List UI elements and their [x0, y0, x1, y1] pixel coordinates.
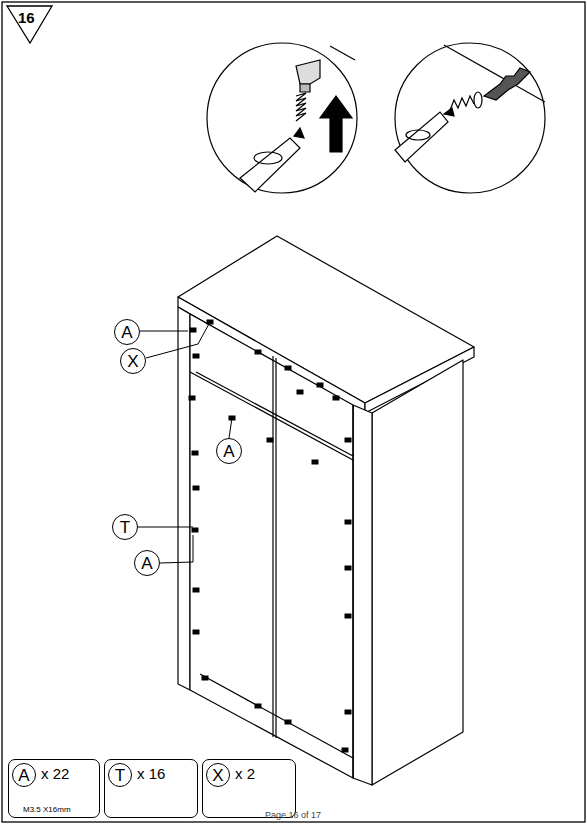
screw	[345, 438, 351, 442]
screw	[342, 748, 348, 752]
screw	[345, 710, 351, 714]
label-text: x 2	[235, 765, 255, 782]
screw	[192, 528, 198, 532]
page-number: Page 16 of 17	[265, 810, 321, 820]
screw	[345, 520, 351, 524]
label-text: T	[115, 767, 125, 784]
detail-bracket	[207, 43, 357, 193]
callout-letter: A	[12, 763, 36, 787]
screw	[193, 630, 199, 634]
screw	[285, 720, 291, 724]
label-text: x 16	[137, 765, 165, 782]
screw	[255, 704, 261, 708]
label-text: A	[121, 324, 132, 341]
screw	[193, 588, 199, 592]
label-text: A	[223, 443, 234, 460]
screw	[192, 451, 198, 455]
callout-letter: A	[134, 550, 160, 576]
screw	[193, 486, 199, 490]
screw	[267, 438, 273, 442]
callout-letter: X	[120, 348, 146, 374]
wardrobe	[178, 236, 474, 785]
screw	[312, 460, 318, 464]
screw	[255, 350, 261, 354]
label-text: X	[127, 353, 138, 370]
screw	[285, 366, 291, 370]
parts-box: x 2 X	[202, 759, 296, 818]
callout-letter: X	[206, 763, 230, 787]
label-text: T	[120, 519, 130, 536]
label-text: x 22	[41, 765, 69, 782]
parts-box: x 22 M3.5 X16mm A	[8, 759, 100, 818]
screw	[345, 566, 351, 570]
detail-strip	[395, 43, 545, 193]
screw	[190, 328, 196, 332]
screw-marks	[189, 320, 351, 752]
spec-text: M3.5 X16mm	[23, 805, 71, 814]
screw	[193, 354, 199, 358]
label-text: 16	[18, 9, 35, 26]
screw	[317, 383, 323, 387]
screw	[189, 396, 195, 400]
screw	[345, 614, 351, 618]
callout-letter: A	[216, 438, 242, 464]
callout-letter: T	[112, 514, 138, 540]
screw	[202, 676, 208, 680]
label-text: A	[141, 555, 152, 572]
label-text: A	[18, 767, 29, 784]
step-marker: 16	[6, 5, 54, 45]
label-text: X	[212, 767, 223, 784]
screw	[333, 396, 339, 400]
callout-letter: A	[114, 319, 140, 345]
callout-letter: T	[108, 763, 132, 787]
parts-box: x 16 T	[104, 759, 198, 818]
screw	[297, 390, 303, 394]
